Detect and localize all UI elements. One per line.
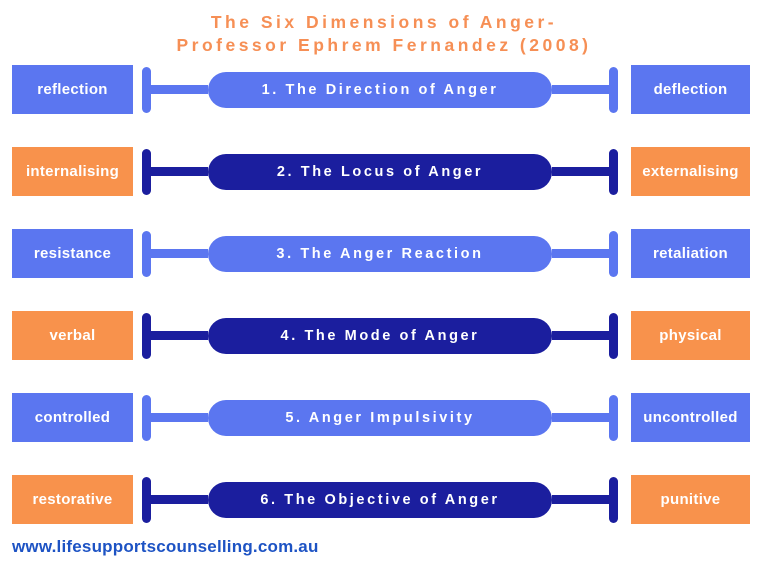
connector-right: [552, 312, 631, 359]
dimension-pill: 1. The Direction of Anger: [208, 71, 552, 108]
connector-line: [151, 167, 208, 176]
connector-left: [133, 476, 208, 523]
dimension-pill: 3. The Anger Reaction: [208, 235, 552, 272]
connector-left: [133, 66, 208, 113]
connector-line: [552, 249, 609, 258]
left-pole-label: reflection: [12, 65, 133, 114]
connector-right: [552, 476, 631, 523]
connector-line: [151, 413, 208, 422]
right-pole-label: uncontrolled: [631, 393, 750, 442]
dimension-row-direction: reflection 1. The Direction of Anger def…: [0, 65, 768, 114]
left-pole-label: resistance: [12, 229, 133, 278]
connector-line: [151, 331, 208, 340]
connector-line: [151, 249, 208, 258]
dimension-rows: reflection 1. The Direction of Anger def…: [0, 65, 768, 557]
page-title-line-2: Professor Ephrem Fernandez (2008): [176, 35, 592, 56]
dimension-row-locus: internalising 2. The Locus of Anger exte…: [0, 147, 768, 196]
dimension-row-mode: verbal 4. The Mode of Anger physical: [0, 311, 768, 360]
connector-line: [552, 331, 609, 340]
left-pole-label: restorative: [12, 475, 133, 524]
page-title: The Six Dimensions of Anger- Professor E…: [0, 0, 768, 57]
right-pole-label: retaliation: [631, 229, 750, 278]
connector-endcap-icon: [142, 394, 151, 441]
left-pole-label: controlled: [12, 393, 133, 442]
left-pole-label: internalising: [12, 147, 133, 196]
connector-endcap-icon: [142, 148, 151, 195]
right-pole-label: physical: [631, 311, 750, 360]
dimension-pill: 4. The Mode of Anger: [208, 317, 552, 354]
connector-left: [133, 148, 208, 195]
connector-endcap-icon: [609, 476, 618, 523]
website-url: www.lifesupportscounselling.com.au: [12, 537, 319, 556]
dimension-row-objective: restorative 6. The Objective of Anger pu…: [0, 475, 768, 524]
connector-left: [133, 230, 208, 277]
connector-endcap-icon: [609, 148, 618, 195]
connector-line: [552, 495, 609, 504]
right-pole-label: punitive: [631, 475, 750, 524]
right-pole-label: deflection: [631, 65, 750, 114]
dimension-row-impulsivity: controlled 5. Anger Impulsivity uncontro…: [0, 393, 768, 442]
connector-endcap-icon: [142, 66, 151, 113]
page-title-line-1: The Six Dimensions of Anger-: [210, 12, 558, 32]
connector-left: [133, 312, 208, 359]
connector-right: [552, 66, 631, 113]
dimension-pill: 6. The Objective of Anger: [208, 481, 552, 518]
connector-right: [552, 230, 631, 277]
connector-right: [552, 394, 631, 441]
dimension-row-reaction: resistance 3. The Anger Reaction retalia…: [0, 229, 768, 278]
dimension-pill: 5. Anger Impulsivity: [208, 399, 552, 436]
connector-endcap-icon: [609, 312, 618, 359]
connector-endcap-icon: [142, 230, 151, 277]
dimension-pill: 2. The Locus of Anger: [208, 153, 552, 190]
connector-endcap-icon: [142, 476, 151, 523]
connector-right: [552, 148, 631, 195]
connector-line: [552, 413, 609, 422]
left-pole-label: verbal: [12, 311, 133, 360]
connector-endcap-icon: [609, 230, 618, 277]
connector-line: [552, 85, 609, 94]
connector-line: [151, 85, 208, 94]
connector-endcap-icon: [142, 312, 151, 359]
connector-endcap-icon: [609, 66, 618, 113]
connector-line: [552, 167, 609, 176]
right-pole-label: externalising: [631, 147, 750, 196]
connector-line: [151, 495, 208, 504]
connector-left: [133, 394, 208, 441]
connector-endcap-icon: [609, 394, 618, 441]
